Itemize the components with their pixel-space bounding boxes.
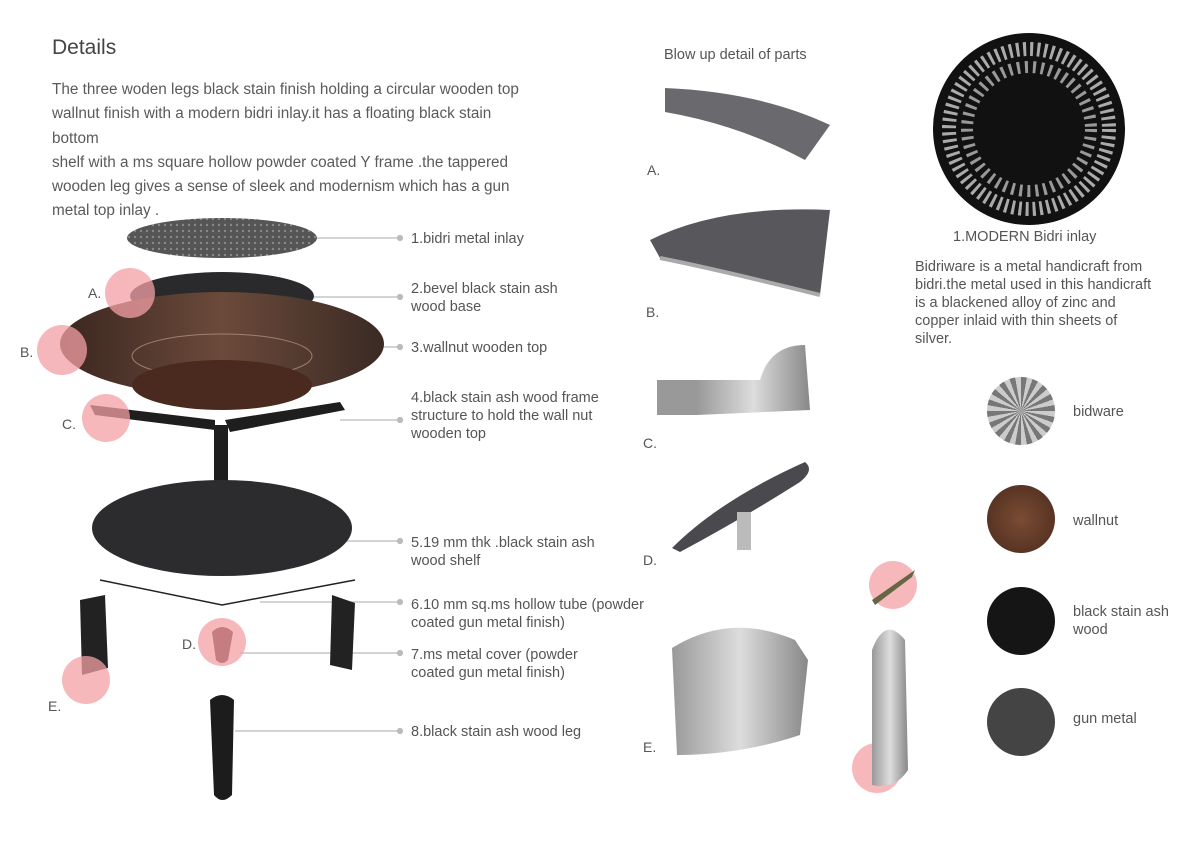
- walnut-top-underside: [132, 360, 312, 410]
- leader-lines: [235, 234, 404, 735]
- part-label-1: 1.bidri metal inlay: [411, 230, 524, 248]
- bidri-inlay-part: [127, 218, 317, 258]
- inlay-line: Bidriware is a metal handicraft from: [915, 259, 1143, 275]
- label-line: wooden top: [411, 426, 486, 442]
- label-line: 5.19 mm thk .black stain ash: [411, 535, 595, 551]
- inlay-line: copper inlaid with thin sheets of: [915, 313, 1118, 329]
- label-line: 3.wallnut wooden top: [411, 340, 548, 356]
- shelf-part: [92, 480, 352, 576]
- walnut-top-part: [60, 292, 384, 396]
- part-label-7: 7.ms metal cover (powder coated gun metal…: [411, 646, 578, 682]
- blowup-title: Blow up detail of parts: [664, 47, 807, 63]
- marker-a: A.: [88, 285, 102, 301]
- description: The three woden legs black stain finish …: [52, 78, 542, 224]
- blowup-e: [672, 627, 808, 755]
- label-line: 4.black stain ash wood frame: [411, 390, 599, 406]
- part-label-6: 6.10 mm sq.ms hollow tube (powder coated …: [411, 596, 644, 632]
- material-label-black-stain: black stain ash wood: [1073, 603, 1169, 639]
- marker-b: B.: [20, 344, 34, 360]
- blowup-letter-e: E.: [643, 739, 657, 755]
- page-title: Details: [52, 36, 117, 59]
- material-label-gun-metal: gun metal: [1073, 711, 1137, 727]
- blowup-a: [665, 88, 830, 160]
- marker-d: D.: [182, 636, 196, 652]
- label-line: 1.bidri metal inlay: [411, 231, 524, 247]
- wood-leg-part: [210, 695, 234, 800]
- blowup-letter-b: B.: [646, 304, 660, 320]
- label-line: coated gun metal finish): [411, 615, 565, 631]
- label-line: wood: [1073, 622, 1108, 638]
- blowup-letter-a: A.: [647, 162, 661, 178]
- leg-part: [80, 595, 108, 675]
- label-line: 8.black stain ash wood leg: [411, 724, 582, 740]
- blowup-c: [657, 345, 810, 415]
- description-line: metal top inlay .: [52, 202, 160, 220]
- label-line: black stain ash: [1073, 604, 1169, 620]
- label-line: wood base: [411, 299, 482, 315]
- marker-e: E.: [48, 698, 62, 714]
- marker-c: C.: [62, 416, 76, 432]
- inlay-description: Bidriware is a metal handicraft from bid…: [915, 258, 1151, 348]
- label-line: structure to hold the wall nut: [411, 408, 593, 424]
- part-label-2: 2.bevel black stain ash wood base: [411, 280, 558, 316]
- part-label-3: 3.wallnut wooden top: [411, 339, 547, 357]
- inlay-line: is a blackened alloy of zinc and: [915, 295, 1116, 311]
- description-line: shelf with a ms square hollow powder coa…: [52, 153, 509, 171]
- blowup-b-edge: [659, 256, 821, 297]
- inlay-line: silver.: [915, 331, 953, 347]
- label-line: 2.bevel black stain ash: [411, 281, 558, 297]
- bidri-inlay-disc: [933, 33, 1125, 225]
- label-line: 6.10 mm sq.ms hollow tube (powder: [411, 597, 644, 613]
- label-line: 7.ms metal cover (powder: [411, 647, 578, 663]
- small-table-view: [872, 570, 915, 605]
- blowup-letter-c: C.: [643, 435, 657, 451]
- inlay-title: 1.MODERN Bidri inlay: [953, 229, 1097, 245]
- blowup-letter-d: D.: [643, 552, 657, 568]
- part-label-5: 5.19 mm thk .black stain ash wood shelf: [411, 534, 595, 570]
- description-line: wallnut finish with a modern bidri inlay…: [52, 105, 492, 147]
- description-line: The three woden legs black stain finish …: [52, 81, 519, 98]
- material-label-bidware: bidware: [1073, 404, 1124, 420]
- swatch-walnut: [987, 485, 1055, 553]
- label-line: coated gun metal finish): [411, 665, 565, 681]
- inlay-line: bidri.the metal used in this handicraft: [915, 277, 1152, 293]
- part-label-8: 8.black stain ash wood leg: [411, 723, 581, 741]
- swatch-gun-metal: [987, 688, 1055, 756]
- leg-full-view: [872, 629, 908, 786]
- part-label-4: 4.black stain ash wood frame structure to…: [411, 389, 599, 443]
- hollow-tube-frame: [99, 579, 356, 606]
- blowup-b: [650, 209, 830, 295]
- leg-part: [330, 595, 355, 670]
- swatch-black-stain: [987, 587, 1055, 655]
- blowup-d: [672, 462, 809, 552]
- description-line: wooden leg gives a sense of sleek and mo…: [52, 178, 510, 196]
- swatch-bidware: [987, 377, 1055, 445]
- label-line: wood shelf: [411, 553, 481, 569]
- material-label-walnut: wallnut: [1073, 513, 1119, 529]
- highlight-circles: [37, 268, 917, 793]
